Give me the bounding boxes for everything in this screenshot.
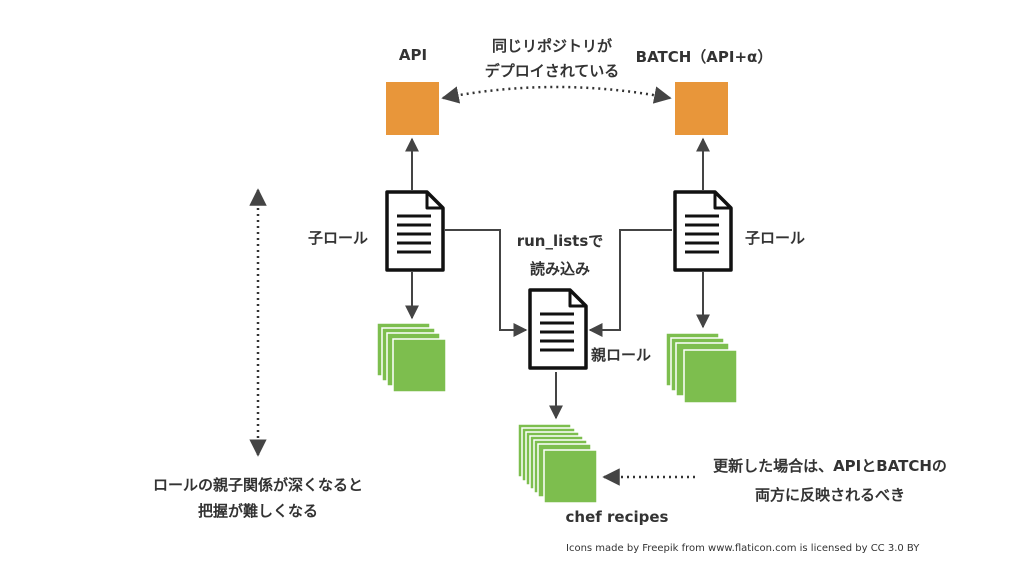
arrow-right-role-to-parent — [588, 229, 672, 337]
child-role-left-icon — [385, 190, 445, 272]
same-repo-line2: デプロイされている — [484, 62, 620, 80]
batch-server — [675, 82, 728, 135]
arrow-left-role-to-parent — [445, 229, 528, 337]
chef-recipes-stack — [517, 423, 598, 504]
right-recipes-stack — [665, 332, 738, 404]
chef-recipes-label: chef recipes — [565, 508, 669, 526]
child-role-right-label: 子ロール — [745, 229, 806, 247]
left-recipes-stack — [376, 322, 447, 393]
api-label: API — [398, 46, 428, 64]
deep-line2: 把握が難しくなる — [197, 502, 319, 520]
parent-role-label: 親ロール — [591, 346, 652, 364]
update-line1: 更新した場合は、APIとBATCHの — [713, 457, 947, 475]
same-repo-arrow — [441, 85, 672, 104]
credit-text: Icons made by Freepik from www.flaticon.… — [566, 543, 920, 554]
update-line2: 両方に反映されるべき — [754, 486, 906, 504]
batch-label: BATCH（API+α） — [635, 48, 773, 66]
deep-line1: ロールの親子関係が深くなると — [152, 476, 364, 494]
child-role-right-icon — [673, 190, 733, 272]
same-repo-line1: 同じリポジトリが — [491, 37, 613, 55]
parent-role-icon — [528, 288, 588, 370]
run-lists-line1: run_listsで — [516, 232, 604, 250]
run-lists-line2: 読み込み — [529, 260, 591, 278]
child-role-left-label: 子ロール — [308, 229, 369, 247]
api-server — [386, 82, 439, 135]
